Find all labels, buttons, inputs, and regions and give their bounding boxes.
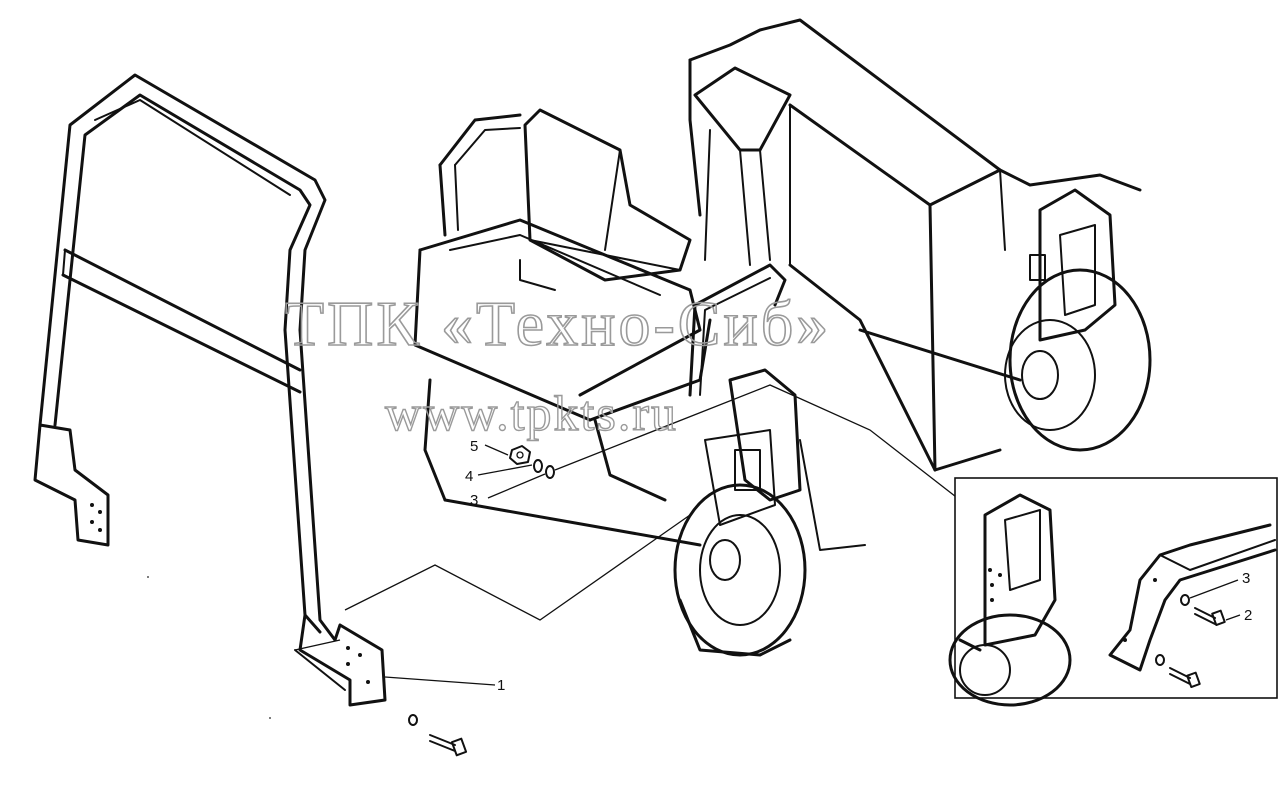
inset-callout-3: 3: [1242, 570, 1250, 587]
callout-leaders: [384, 444, 546, 686]
roller-machine: [413, 18, 1152, 657]
inset-bolt-lower: [1169, 667, 1201, 689]
right-foot-bolt-holes: [346, 646, 370, 684]
frame-bolt: [429, 734, 468, 757]
inset-bracket-holes: [988, 568, 1002, 602]
callout-4: 4: [465, 468, 473, 485]
watermark-line1: ТПК «Техно-Сиб»: [285, 288, 831, 359]
nut-5: [509, 445, 531, 465]
callout-3: 3: [470, 492, 478, 509]
watermark: ТПК «Техно-Сиб» www.tpkts.ru: [284, 287, 831, 442]
inset-bolt-2: [1194, 607, 1226, 627]
left-foot-bolt-holes: [90, 503, 102, 532]
inset-washer-3: [1180, 594, 1190, 606]
callout-labels: 5 4 3 1 3 2: [465, 438, 1252, 694]
rops-frame: [33, 73, 468, 757]
inset-washer-lower: [1155, 654, 1165, 666]
washer-3: [545, 465, 555, 479]
frame-washer: [408, 714, 418, 726]
callout-5: 5: [470, 438, 478, 455]
inset-detail: [948, 477, 1278, 707]
inset-callout-2: 2: [1244, 607, 1252, 624]
watermark-line2: www.tpkts.ru: [385, 385, 678, 441]
callout-1: 1: [497, 677, 505, 694]
washer-4: [533, 459, 543, 473]
